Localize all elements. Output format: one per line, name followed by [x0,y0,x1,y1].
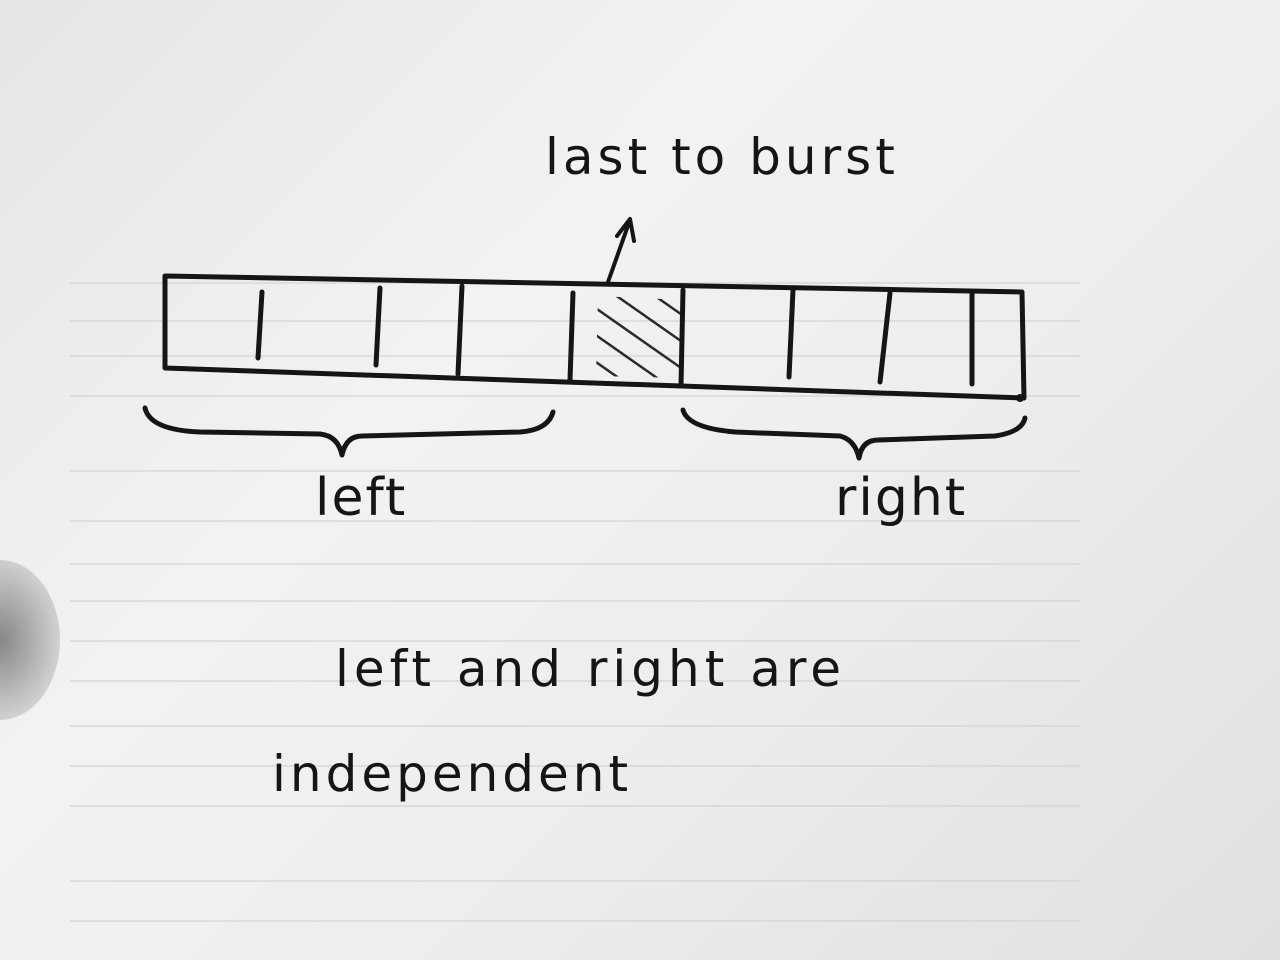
cell-divider [567,290,576,383]
note-line-1: left and right are [335,640,847,698]
cell-divider [786,287,796,380]
left-brace [142,405,556,458]
arrow-up-icon [606,217,636,284]
highlighted-cell [596,296,684,378]
cell-divider [255,289,265,361]
cell-divider [678,287,686,389]
note-line-2: independent [272,745,633,803]
end-dot [1016,394,1024,402]
array-outline [162,273,1027,401]
right-brace [680,407,1028,461]
right-label: right [835,468,968,528]
cell-divider [455,283,465,377]
cell-divider [877,290,893,385]
last-to-burst-label: last to burst [545,128,899,186]
cell-dividers [255,283,975,389]
left-label: left [315,468,408,528]
cell-divider [373,285,383,368]
